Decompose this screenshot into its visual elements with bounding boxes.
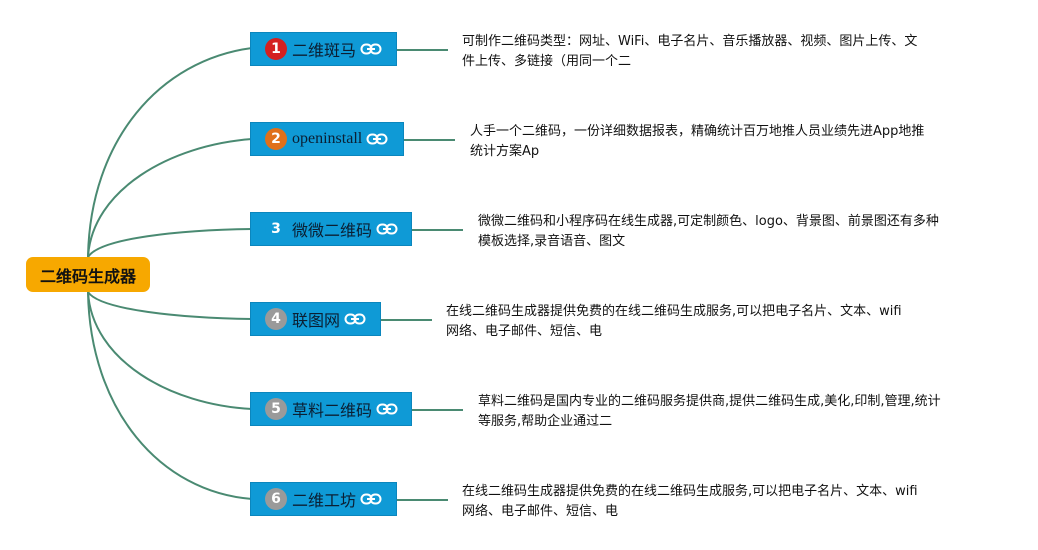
number-badge-3: 3 — [265, 218, 287, 240]
branch-description-4: 在线二维码生成器提供免费的在线二维码生成服务,可以把电子名片、文本、wifi 网… — [446, 302, 902, 342]
branch-label-2: openinstall — [292, 130, 363, 147]
branch-label-3: 微微二维码 — [292, 221, 373, 240]
description-line: 统计方案Ap — [470, 144, 540, 159]
branch-label-1: 二维斑马 — [292, 41, 357, 60]
number-badge-2: 2 — [265, 128, 287, 150]
root-to-branch-1-line — [87, 47, 253, 258]
branch-node-3[interactable]: 3 微微二维码 — [250, 212, 412, 246]
root-to-branch-4-line — [87, 291, 253, 320]
description-line: 微微二维码和小程序码在线生成器,可定制颜色、logo、背景图、前景图还有多种 — [478, 214, 939, 229]
link-icon[interactable] — [376, 222, 398, 236]
branch-node-2[interactable]: 2 openinstall — [250, 122, 404, 156]
branch-node-6[interactable]: 6 二维工坊 — [250, 482, 397, 516]
branch-description-5: 草料二维码是国内专业的二维码服务提供商,提供二维码生成,美化,印制,管理,统计 … — [478, 392, 941, 432]
root-to-branch-6-line — [87, 291, 253, 500]
branch-description-1: 可制作二维码类型：网址、WiFi、电子名片、音乐播放器、视频、图片上传、文 件上… — [462, 32, 917, 72]
description-line: 可制作二维码类型：网址、WiFi、电子名片、音乐播放器、视频、图片上传、文 — [462, 34, 918, 49]
link-icon[interactable] — [366, 132, 388, 146]
description-line: 人手一个二维码，一份详细数据报表，精确统计百万地推人员业绩先进App地推 — [470, 124, 925, 139]
link-icon[interactable] — [360, 42, 382, 56]
root-label: 二维码生成器 — [39, 266, 136, 286]
branch-description-2: 人手一个二维码，一份详细数据报表，精确统计百万地推人员业绩先进App地推 统计方… — [470, 122, 924, 162]
branch-label-6: 二维工坊 — [292, 491, 357, 510]
branch-description-6: 在线二维码生成器提供免费的在线二维码生成服务,可以把电子名片、文本、wifi 网… — [462, 482, 918, 522]
description-line: 模板选择,录音语音、图文 — [478, 234, 626, 249]
link-icon[interactable] — [344, 312, 366, 326]
number-badge-4: 4 — [265, 308, 287, 330]
number-badge-1: 1 — [265, 38, 287, 60]
root-to-branch-2-line — [87, 138, 253, 258]
description-line: 件上传、多链接（用同一个二 — [462, 54, 632, 69]
description-line: 草料二维码是国内专业的二维码服务提供商,提供二维码生成,美化,印制,管理,统计 — [478, 394, 941, 409]
root-to-branch-5-line — [87, 291, 253, 410]
branch-label-5: 草料二维码 — [292, 401, 373, 420]
branch-description-3: 微微二维码和小程序码在线生成器,可定制颜色、logo、背景图、前景图还有多种 模… — [478, 212, 939, 252]
link-icon[interactable] — [376, 402, 398, 416]
description-line: 等服务,帮助企业通过二 — [478, 414, 613, 429]
description-line: 在线二维码生成器提供免费的在线二维码生成服务,可以把电子名片、文本、wifi — [462, 484, 918, 499]
root-to-branch-3-line — [87, 228, 253, 258]
description-line: 网络、电子邮件、短信、电 — [446, 324, 603, 339]
root-node[interactable]: 二维码生成器 — [26, 257, 150, 292]
branch-node-5[interactable]: 5 草料二维码 — [250, 392, 412, 426]
branch-label-4: 联图网 — [292, 311, 341, 330]
branch-node-1[interactable]: 1 二维斑马 — [250, 32, 397, 66]
link-icon[interactable] — [360, 492, 382, 506]
number-badge-5: 5 — [265, 398, 287, 420]
description-line: 网络、电子邮件、短信、电 — [462, 504, 619, 519]
number-badge-6: 6 — [265, 488, 287, 510]
description-line: 在线二维码生成器提供免费的在线二维码生成服务,可以把电子名片、文本、wifi — [446, 304, 902, 319]
branch-node-4[interactable]: 4 联图网 — [250, 302, 381, 336]
